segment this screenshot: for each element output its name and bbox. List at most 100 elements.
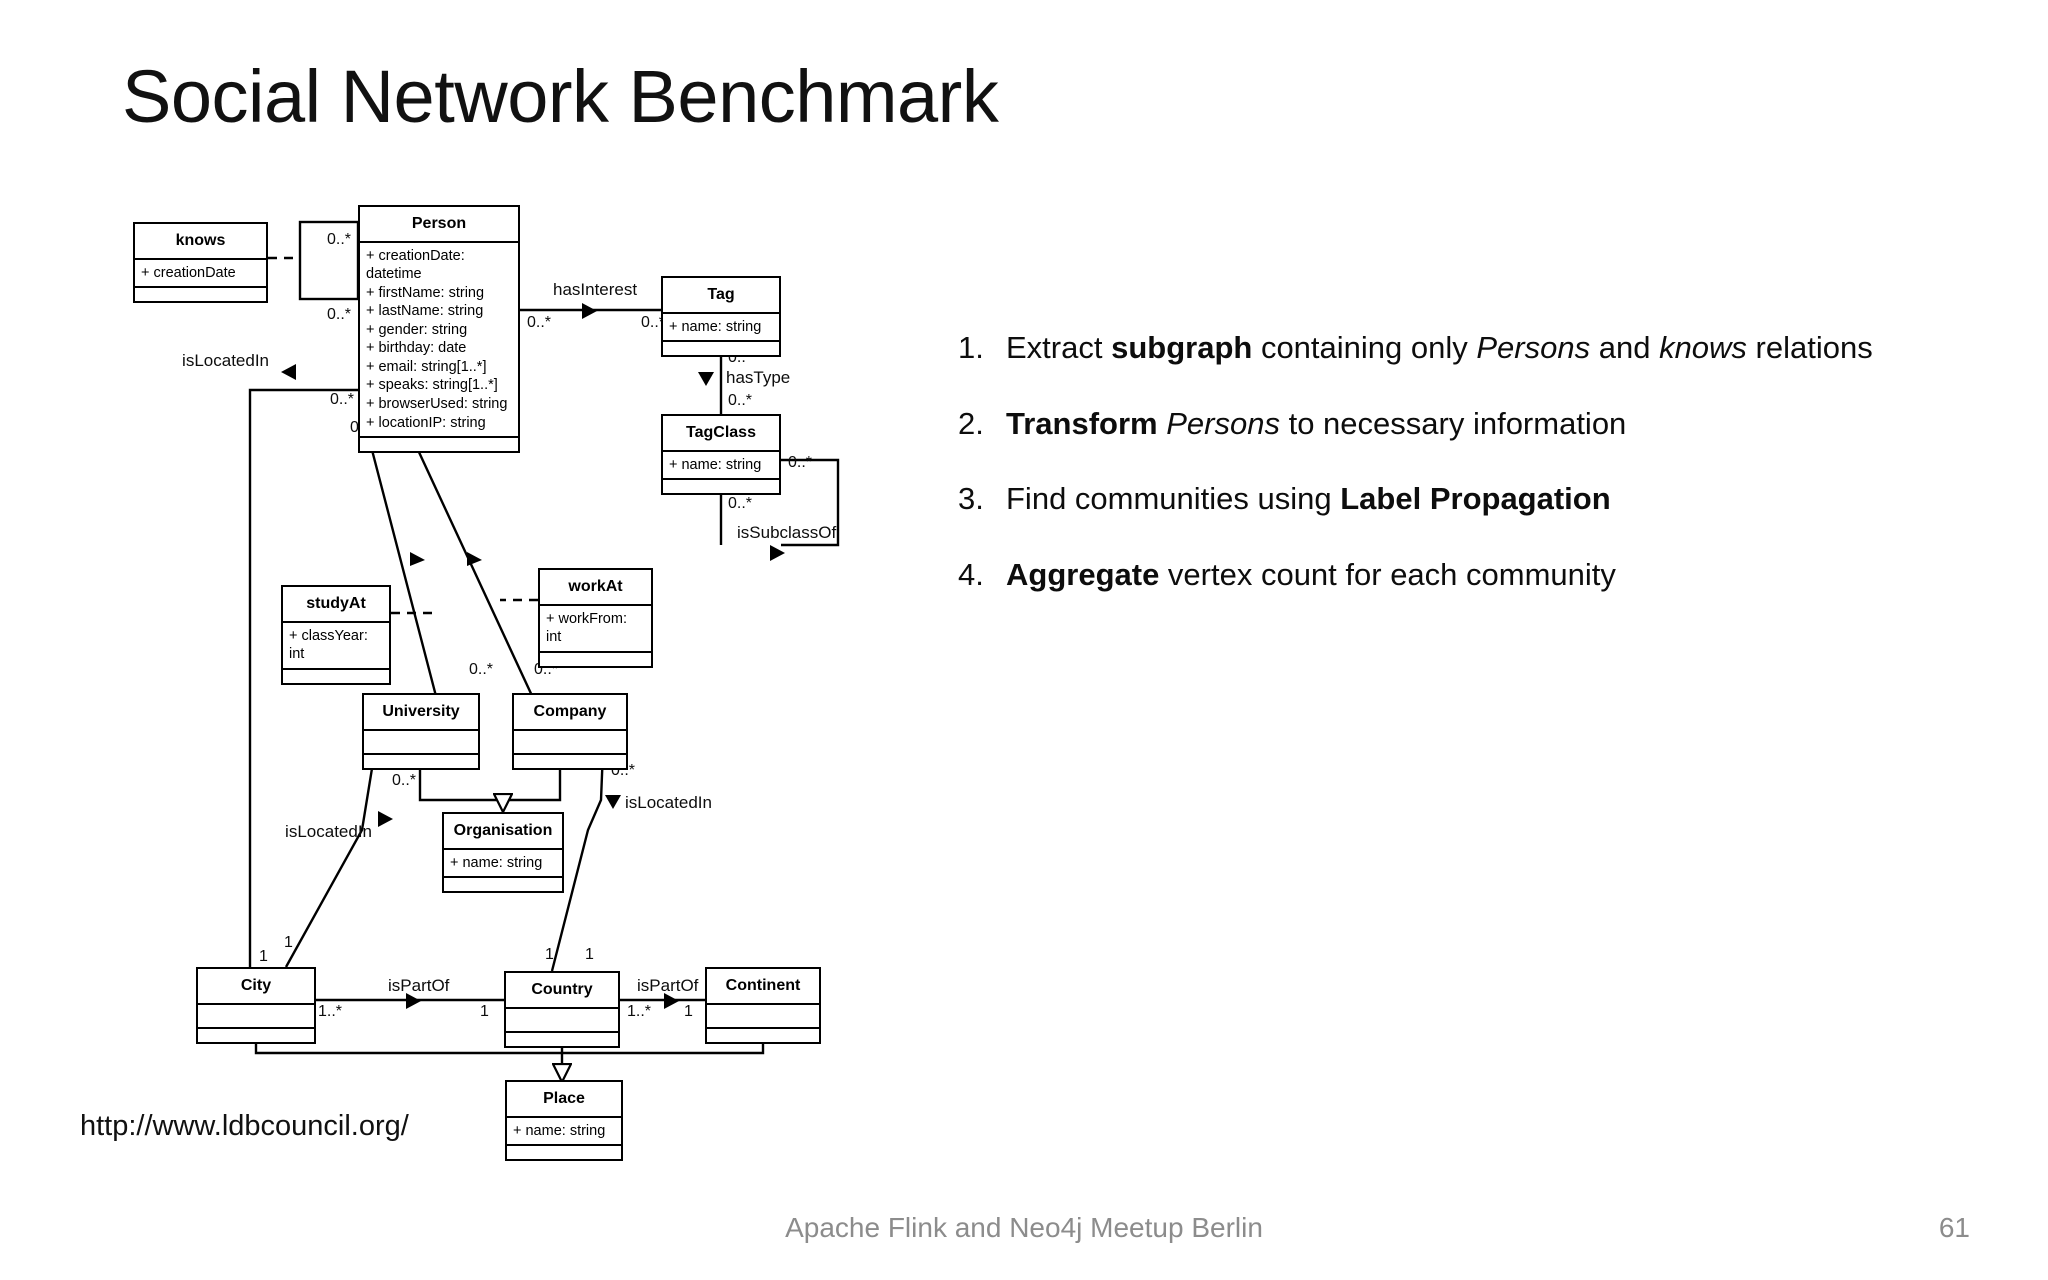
svg-text:0..*: 0..* [327, 306, 351, 323]
svg-text:0..*: 0..* [728, 392, 752, 409]
assoc-label-ispartof-country: isPartOf [637, 976, 699, 995]
uml-class-operations [444, 878, 562, 891]
uml-class-attributes: + creationDate: datetime+ firstName: str… [360, 243, 518, 439]
svg-text:0..*: 0..* [327, 231, 351, 248]
uml-class-attributes: + name: string [507, 1118, 621, 1147]
uml-attribute: + gender: string [366, 321, 468, 338]
uml-class-operations [514, 755, 626, 768]
step-number: 2. [958, 405, 984, 441]
uml-attribute: + creationDate [141, 264, 236, 281]
assoc-label-islocatedin-company: isLocatedIn [625, 793, 712, 812]
uml-class-city: City [196, 967, 316, 1044]
uml-attribute: + speaks: string[1..*] [366, 377, 498, 394]
uml-class-studyat: studyAt+ classYear: int [281, 585, 391, 685]
step-text: Extract subgraph containing only Persons… [1006, 330, 1873, 365]
step-text: Find communities using Label Propagation [1006, 481, 1611, 517]
uml-class-attributes: + classYear: int [283, 623, 389, 670]
uml-class-name: Organisation [444, 814, 562, 850]
page-title: Social Network Benchmark [122, 55, 999, 138]
step-number: 4. [958, 556, 984, 592]
uml-class-name: knows [135, 224, 266, 260]
uml-attribute: + name: string [513, 1122, 606, 1139]
step-item: 2.Transform Persons to necessary informa… [958, 406, 2018, 442]
uml-class-name: Tag [663, 278, 779, 314]
uml-class-name: TagClass [663, 416, 779, 452]
uml-class-attributes: + name: string [444, 850, 562, 879]
uml-attribute: + workFrom: int [546, 610, 627, 646]
uml-class-name: Company [514, 695, 626, 731]
uml-class-continent: Continent [705, 967, 821, 1044]
svg-text:1: 1 [259, 948, 268, 965]
uml-class-operations [707, 1029, 819, 1042]
uml-class-university: University [362, 693, 480, 770]
uml-class-attributes [506, 1009, 618, 1033]
svg-text:0..*: 0..* [788, 454, 812, 471]
step-item: 3.Find communities using Label Propagati… [958, 481, 2018, 517]
uml-class-operations [663, 480, 779, 493]
uml-attribute: + creationDate: datetime [366, 247, 465, 283]
uml-class-name: City [198, 969, 314, 1005]
uml-attribute: + firstName: string [366, 284, 485, 301]
uml-class-operations [507, 1146, 621, 1159]
svg-text:1: 1 [684, 1003, 693, 1020]
assoc-label-hastype: hasType [726, 368, 790, 387]
assoc-label-hasinterest: hasInterest [553, 280, 637, 299]
step-item: 1. Extract subgraph containing only Perso… [958, 330, 2018, 366]
uml-class-operations [360, 438, 518, 451]
uml-class-name: workAt [540, 570, 651, 606]
uml-class-workat: workAt + workFrom: int [538, 568, 653, 668]
uml-class-knows: knows + creationDate [133, 222, 268, 304]
uml-attribute: + name: string [450, 854, 543, 871]
uml-attribute: + email: string[1..*] [366, 358, 487, 375]
uml-class-place: Place + name: string [505, 1080, 623, 1162]
uml-class-company: Company [512, 693, 628, 770]
uml-class-operations [663, 342, 779, 355]
uml-class-tag: Tag + name: string [661, 276, 781, 358]
step-text: Aggregate vertex count for each communit… [1006, 556, 1616, 592]
uml-class-operations [135, 288, 266, 301]
footer-text: Apache Flink and Neo4j Meetup Berlin [785, 1212, 1263, 1243]
uml-class-operations [364, 755, 478, 768]
uml-class-country: Country [504, 971, 620, 1048]
svg-text:0..*: 0..* [392, 772, 416, 789]
steps-list: 1. Extract subgraph containing only Perso… [958, 330, 2018, 633]
uml-class-name: Place [507, 1082, 621, 1118]
uml-class-tagclass: TagClass + name: string [661, 414, 781, 496]
svg-text:0..*: 0..* [469, 661, 493, 678]
uml-attribute: + name: string [669, 318, 762, 335]
uml-class-operations [283, 670, 389, 683]
association-arrowheads [281, 303, 785, 1009]
uml-class-attributes: + name: string [663, 314, 779, 343]
uml-attribute: + classYear: int [289, 627, 368, 663]
svg-text:1..*: 1..* [318, 1003, 342, 1020]
uml-attribute: + name: string [669, 456, 762, 473]
svg-text:0..*: 0..* [527, 314, 551, 331]
svg-text:1: 1 [545, 946, 554, 963]
assoc-label-issubclassof: isSubclassOf [737, 523, 836, 542]
uml-class-attributes [707, 1005, 819, 1029]
uml-class-name: Person [360, 207, 518, 243]
svg-text:1..*: 1..* [627, 1003, 651, 1020]
assoc-label-islocatedin-person: isLocatedIn [182, 351, 269, 370]
uml-class-name: Continent [707, 969, 819, 1005]
uml-attribute: + lastName: string [366, 303, 484, 320]
uml-class-operations [198, 1029, 314, 1042]
svg-text:1: 1 [585, 946, 594, 963]
uml-attribute: + browserUsed: string [366, 395, 508, 412]
svg-text:1: 1 [284, 934, 293, 951]
source-url-text: http://www.ldbcouncil.org/ [80, 1110, 409, 1142]
uml-class-attributes [198, 1005, 314, 1029]
uml-attribute: + birthday: date [366, 340, 467, 357]
uml-class-attributes [514, 731, 626, 755]
assoc-label-ispartof-city: isPartOf [388, 976, 450, 995]
svg-text:0..*: 0..* [330, 391, 354, 408]
uml-attribute: + locationIP: string [366, 414, 486, 431]
svg-text:0..*: 0..* [728, 495, 752, 512]
uml-class-attributes: + name: string [663, 452, 779, 481]
uml-class-organisation: Organisation + name: string [442, 812, 564, 894]
step-number: 1. [958, 330, 984, 365]
uml-class-operations [540, 653, 651, 666]
step-item: 4. Aggregate vertex count for each commun… [958, 557, 2018, 593]
uml-class-person: Person+ creationDate: datetime+ firstNam… [358, 205, 520, 454]
